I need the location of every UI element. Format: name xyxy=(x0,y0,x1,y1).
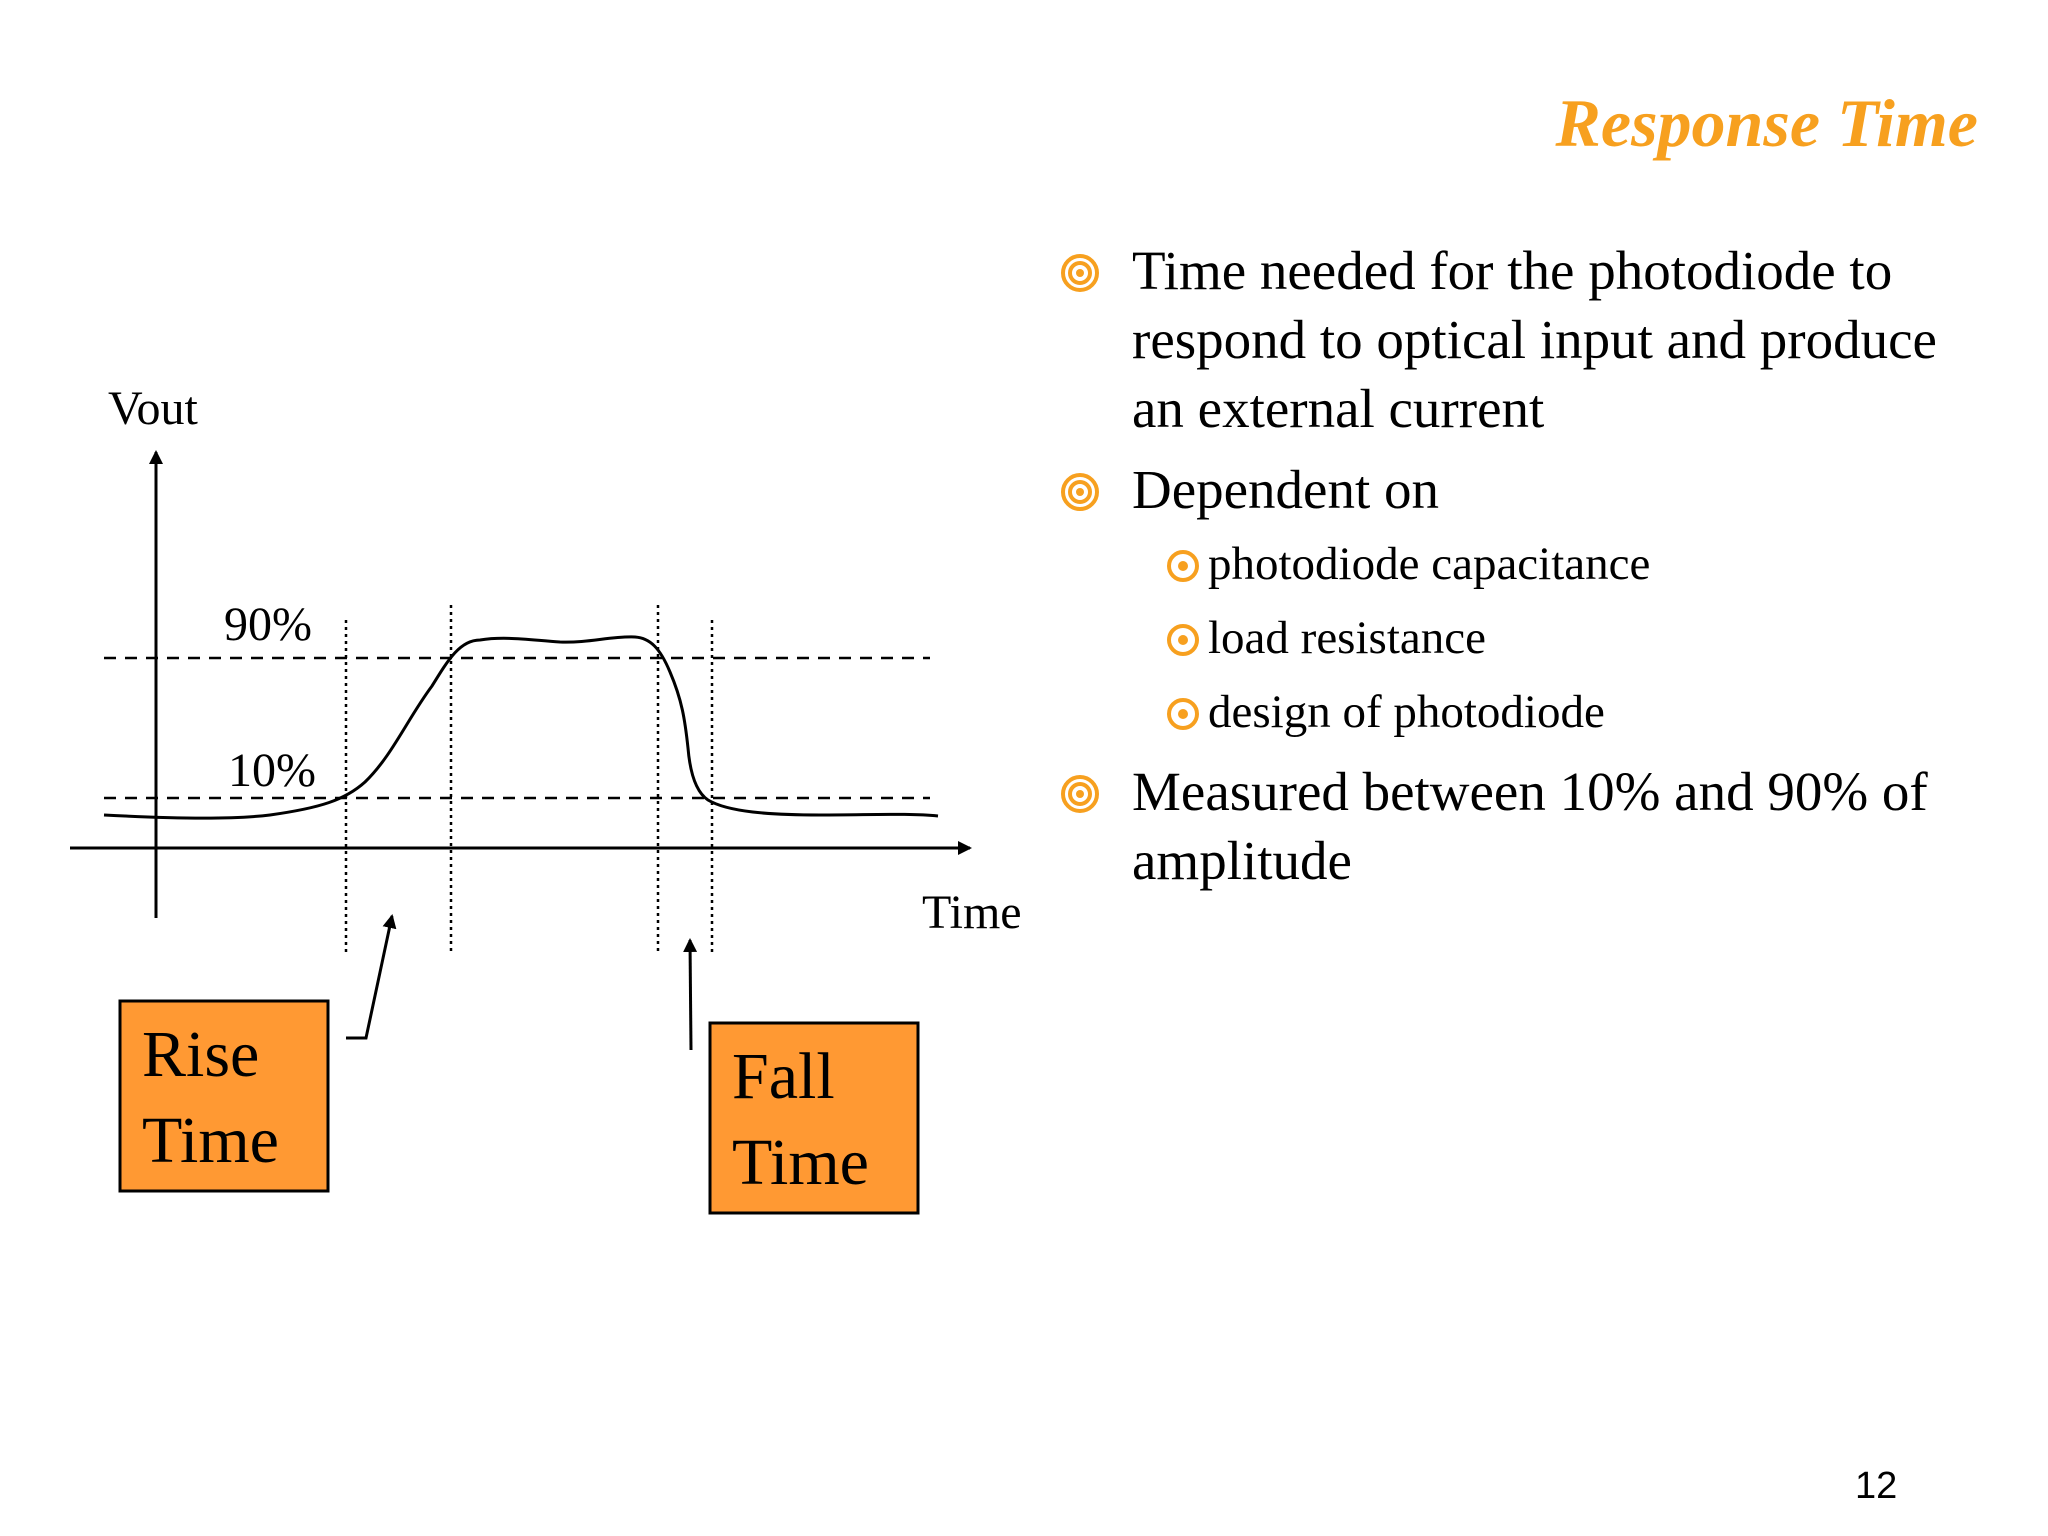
page-number: 12 xyxy=(1855,1465,1898,1507)
bullet-text: Time needed for the photodiode to respon… xyxy=(1132,240,1937,439)
bullet-text: Dependent on xyxy=(1132,459,1439,520)
fall-time-label-line2: Time xyxy=(732,1126,869,1199)
dot-circle-icon xyxy=(1167,698,1199,730)
sub-bullet-item: photodiode capacitance xyxy=(1060,536,2000,593)
fall-time-pointer-arrow xyxy=(683,938,698,1051)
bullseye-icon xyxy=(1061,473,1099,511)
pulse-waveform xyxy=(103,635,939,820)
rise-time-label-line1: Rise xyxy=(142,1018,259,1091)
x-axis-label: Time xyxy=(922,886,1022,939)
sub-bullet-text: design of photodiode xyxy=(1208,686,1605,738)
dot-circle-icon xyxy=(1167,624,1199,656)
bullet-item: Time needed for the photodiode to respon… xyxy=(1060,236,2000,443)
bullseye-icon xyxy=(1061,775,1099,813)
bullet-text: Measured between 10% and 90% of amplitud… xyxy=(1132,761,1928,891)
dot-circle-icon xyxy=(1167,550,1199,582)
rise-time-box xyxy=(118,999,330,1193)
slide-title: Response Time xyxy=(1555,85,1978,161)
sub-bullet-text: load resistance xyxy=(1208,612,1486,664)
rise-time-pointer-arrow xyxy=(346,914,397,1040)
fall-time-label-line1: Fall xyxy=(732,1040,835,1113)
rise-time-label-line2: Time xyxy=(142,1104,279,1177)
y-axis-label: Vout xyxy=(108,382,198,435)
sub-bullet-item: design of photodiode xyxy=(1060,684,2000,741)
sub-bullet-text: photodiode capacitance xyxy=(1208,538,1651,590)
bullet-item: Measured between 10% and 90% of amplitud… xyxy=(1060,757,2000,895)
bullet-list: Time needed for the photodiode to respon… xyxy=(1060,236,2000,907)
level-10-label: 10% xyxy=(228,744,316,797)
bullet-item: Dependent on xyxy=(1060,455,2000,524)
sub-bullet-item: load resistance xyxy=(1060,610,2000,667)
fall-time-box xyxy=(708,1021,920,1215)
level-90-label: 90% xyxy=(224,598,312,651)
bullseye-icon xyxy=(1061,254,1099,292)
